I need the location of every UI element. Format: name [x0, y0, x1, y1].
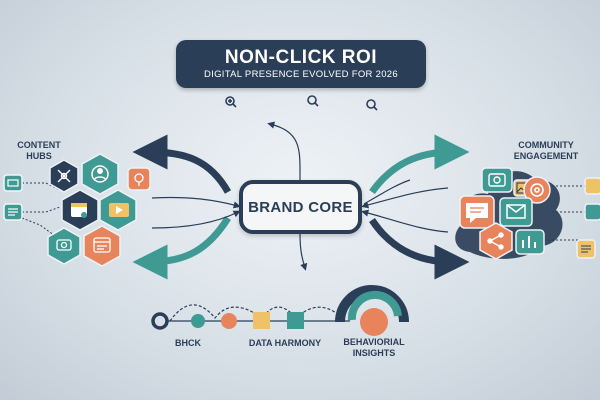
insight-gauge-outer — [335, 285, 409, 323]
community-engagement-label-line2: ENGAGEMENT — [513, 151, 579, 161]
arrow-bottom-right — [369, 218, 470, 280]
flow-ring-node — [151, 312, 169, 330]
mail-icon — [506, 204, 526, 219]
flow-line — [169, 304, 341, 322]
connector-lines — [151, 121, 449, 271]
arrow-top-left — [132, 134, 232, 194]
behavioral-insights-label-line2: INSIGHTS — [352, 348, 396, 358]
right-small-badge-2 — [584, 203, 600, 221]
photo-badge — [481, 167, 513, 193]
brand-core-label: BRAND CORE — [248, 198, 353, 216]
content-hubs-label: CONTENT HUBS — [14, 140, 64, 162]
flow-orange-node — [221, 313, 237, 329]
flow-teal-square — [287, 312, 304, 329]
browser-icon — [93, 237, 111, 253]
arrow-bottom-left — [132, 216, 231, 280]
monitor-icon — [3, 174, 23, 192]
content-hubs-label-line2: HUBS — [26, 151, 52, 161]
settings-badge — [523, 176, 551, 204]
hex-orange-right — [479, 222, 513, 260]
flow-yellow-node — [253, 312, 270, 329]
page-subtitle: DIGITAL PRESENCE EVOLVED FOR 2026 — [204, 69, 398, 80]
right-small-badge-1 — [584, 177, 600, 195]
orange-badge — [127, 167, 151, 191]
bhck-label: BHCK — [175, 338, 201, 348]
behavioral-insights-label: BEHAVIORIAL INSIGHTS — [334, 337, 414, 359]
document-icon — [3, 203, 23, 221]
zoom-in-icon — [225, 96, 237, 108]
calendar-icon — [71, 203, 87, 218]
chat-icon — [466, 203, 488, 223]
play-icon — [109, 203, 129, 217]
location-icon — [134, 173, 144, 186]
share-icon — [487, 232, 504, 250]
page-title: NON-CLICK ROI — [224, 47, 378, 68]
content-hubs-cluster — [47, 153, 151, 267]
user-icon — [91, 165, 109, 183]
arrow-top-right — [369, 134, 470, 195]
camera-icon — [488, 173, 506, 187]
hex-teal-bottom — [47, 227, 81, 265]
data-harmony-label: DATA HARMONY — [248, 338, 322, 348]
left-dashed-connectors — [21, 182, 61, 239]
bar-chart-icon — [522, 236, 536, 248]
flow-teal-node — [191, 314, 205, 328]
brand-core-node: BRAND CORE — [239, 180, 362, 234]
bottom-flow — [151, 285, 409, 336]
insight-gauge-inner — [347, 290, 402, 321]
search-icon — [366, 99, 378, 111]
document-icon — [581, 245, 591, 253]
insight-orange-dot — [360, 308, 388, 336]
search-icon — [307, 95, 319, 107]
community-engagement-label-line1: COMMUNITY — [518, 140, 574, 150]
community-engagement-cluster — [455, 167, 600, 260]
community-engagement-label: COMMUNITY ENGAGEMENT — [506, 140, 586, 162]
settings-icon — [530, 183, 544, 197]
behavioral-insights-label-line1: BEHAVIORIAL — [343, 337, 405, 347]
camera-icon — [56, 239, 72, 251]
title-banner: NON-CLICK ROI DIGITAL PRESENCE EVOLVED F… — [176, 40, 426, 88]
content-hubs-label-line1: CONTENT — [17, 140, 61, 150]
network-icon — [57, 169, 71, 183]
